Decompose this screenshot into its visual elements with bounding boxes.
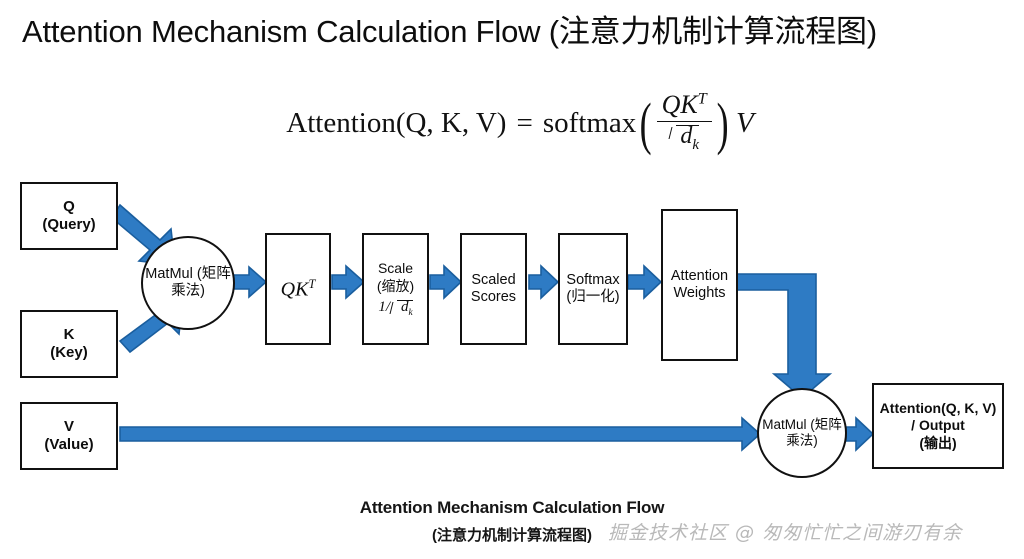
caption-english: Attention Mechanism Calculation Flow <box>359 498 665 517</box>
page-title: Attention Mechanism Calculation Flow (注意… <box>22 14 877 49</box>
formula-trailing-v: V <box>736 106 754 139</box>
attention-formula: Attention(Q, K, V) = softmax ( QKT dk ) … <box>200 88 840 158</box>
arrow-qkt-to-scale <box>331 264 366 300</box>
node-qkt[interactable]: QKT <box>265 233 331 345</box>
node-scale[interactable]: Scale (缩放) 1/dk <box>362 233 429 345</box>
arrow-v-to-matmul2 <box>119 416 762 452</box>
node-matmul-2-label-zh: (矩阵乘法) <box>786 416 842 448</box>
formula-lhs: Attention(Q, K, V) <box>286 106 507 139</box>
arrow-attention-weights-to-matmul2 <box>736 273 833 400</box>
caption-chinese: (注意力机制计算流程图) <box>432 527 592 544</box>
node-matmul-1[interactable]: MatMul (矩阵乘法) <box>141 236 235 330</box>
node-key-label: (Key) <box>50 344 88 361</box>
formula-fraction: QKT dk <box>656 90 712 154</box>
node-scale-label-zh: (缩放) <box>376 278 415 295</box>
formula-softmax-label: softmax <box>542 106 637 139</box>
arrow-softmax-to-attention-weights <box>627 264 663 300</box>
node-attention-weights-line2: Weights <box>673 285 726 301</box>
arrow-matmul2-to-output <box>845 416 875 452</box>
formula-equals: = <box>516 106 533 139</box>
node-value-symbol: V <box>63 418 74 436</box>
node-softmax[interactable]: Softmax (归一化) <box>558 233 628 345</box>
node-qkt-superscript: T <box>308 276 316 291</box>
node-query-symbol: Q <box>63 198 75 216</box>
node-matmul-1-label-zh: (矩阵乘法) <box>171 265 231 299</box>
node-query[interactable]: Q (Query) <box>20 182 118 250</box>
node-qkt-base: QK <box>280 278 309 301</box>
arrow-matmul1-to-qkt <box>231 265 268 299</box>
formula-right-paren: ) <box>716 91 729 157</box>
formula-fraction-bar <box>656 121 712 123</box>
node-matmul-2[interactable]: MatMul (矩阵乘法) <box>757 388 847 478</box>
arrow-scale-to-scaled-scores <box>429 264 463 300</box>
node-output-line2: / Output <box>911 417 965 434</box>
node-scale-label-en: Scale <box>377 260 413 277</box>
node-attention-weights-line1: Attention <box>670 267 729 284</box>
node-query-label: (Query) <box>42 216 96 233</box>
node-scaled-scores-line1: Scaled <box>471 271 516 288</box>
node-output-line1: Attention(Q, K, V) <box>879 399 997 416</box>
node-key[interactable]: K (Key) <box>20 310 118 378</box>
arrow-scaled-scores-to-softmax <box>528 264 560 300</box>
formula-denominator: dk <box>657 122 712 154</box>
node-matmul-2-label-en: MatMul <box>762 416 807 432</box>
formula-left-paren: ( <box>639 91 652 157</box>
node-value[interactable]: V (Value) <box>20 402 118 470</box>
watermark: 掘金技术社区 @ 匆匆忙忙之间游刃有余 <box>608 522 963 544</box>
node-attention-weights[interactable]: Attention Weights <box>661 209 738 361</box>
node-output-line3: (输出) <box>919 434 957 451</box>
node-scaled-scores-line2: Scores <box>470 289 517 305</box>
node-softmax-label-zh: (归一化) <box>566 289 620 305</box>
node-value-label: (Value) <box>44 436 94 453</box>
node-softmax-label-en: Softmax <box>566 271 620 288</box>
node-output[interactable]: Attention(Q, K, V) / Output (输出) <box>872 383 1004 469</box>
node-matmul-1-label-en: MatMul <box>145 265 193 282</box>
node-scale-formula: 1/dk <box>378 298 413 318</box>
node-scaled-scores[interactable]: Scaled Scores <box>460 233 527 345</box>
node-key-symbol: K <box>63 326 75 344</box>
formula-numerator: QKT <box>661 90 707 120</box>
